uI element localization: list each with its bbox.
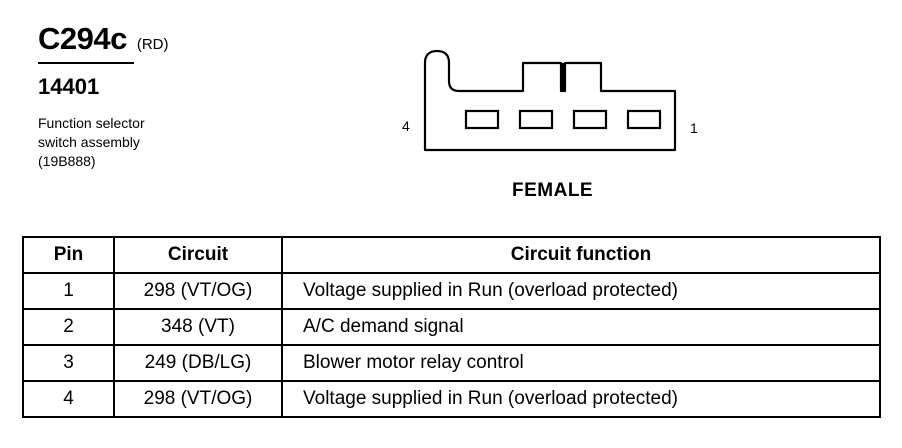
pin-cell: 1 xyxy=(22,272,115,310)
connector-id-row: C294c (RD) xyxy=(38,22,338,56)
table-row: 3 249 (DB/LG) Blower motor relay control xyxy=(22,344,881,382)
description-line: switch assembly xyxy=(38,134,140,150)
circuit-cell: 249 (DB/LG) xyxy=(113,344,283,382)
column-header-circuit-function: Circuit function xyxy=(281,236,881,274)
pin-cavity-3 xyxy=(518,109,554,130)
part-number: 14401 xyxy=(38,74,100,99)
function-cell: Voltage supplied in Run (overload protec… xyxy=(281,272,881,310)
column-header-pin: Pin xyxy=(22,236,115,274)
connector-description: Function selector switch assembly (19B88… xyxy=(38,114,338,171)
pin-label-left: 4 xyxy=(402,118,410,134)
function-cell: Blower motor relay control xyxy=(281,344,881,382)
pin-cell: 3 xyxy=(22,344,115,382)
description-line: (19B888) xyxy=(38,153,96,169)
circuit-cell: 298 (VT/OG) xyxy=(113,380,283,418)
function-cell: Voltage supplied in Run (overload protec… xyxy=(281,380,881,418)
connector-face-diagram xyxy=(423,49,677,152)
table-row: 4 298 (VT/OG) Voltage supplied in Run (o… xyxy=(22,380,881,418)
circuit-cell: 348 (VT) xyxy=(113,308,283,346)
pin-cavity-1 xyxy=(626,109,662,130)
connector-housing-outline xyxy=(423,49,677,152)
title-rule xyxy=(38,62,134,64)
function-cell: A/C demand signal xyxy=(281,308,881,346)
pin-cell: 4 xyxy=(22,380,115,418)
connector-header: C294c (RD) 14401 Function selector switc… xyxy=(38,22,338,171)
description-line: Function selector xyxy=(38,115,145,131)
table-row: 1 298 (VT/OG) Voltage supplied in Run (o… xyxy=(22,272,881,310)
table-row: 2 348 (VT) A/C demand signal xyxy=(22,308,881,346)
connector-color-code: (RD) xyxy=(136,36,169,53)
pin-cavity-4 xyxy=(464,109,500,130)
pinout-table: Pin Circuit Circuit function 1 298 (VT/O… xyxy=(22,236,881,418)
pin-cell: 2 xyxy=(22,308,115,346)
column-header-circuit: Circuit xyxy=(113,236,283,274)
table-header-row: Pin Circuit Circuit function xyxy=(22,236,881,274)
circuit-cell: 298 (VT/OG) xyxy=(113,272,283,310)
connector-gender-label: FEMALE xyxy=(512,180,594,201)
pin-cavity-2 xyxy=(572,109,608,130)
pin-label-right: 1 xyxy=(690,120,698,136)
connector-id: C294c xyxy=(38,21,127,56)
